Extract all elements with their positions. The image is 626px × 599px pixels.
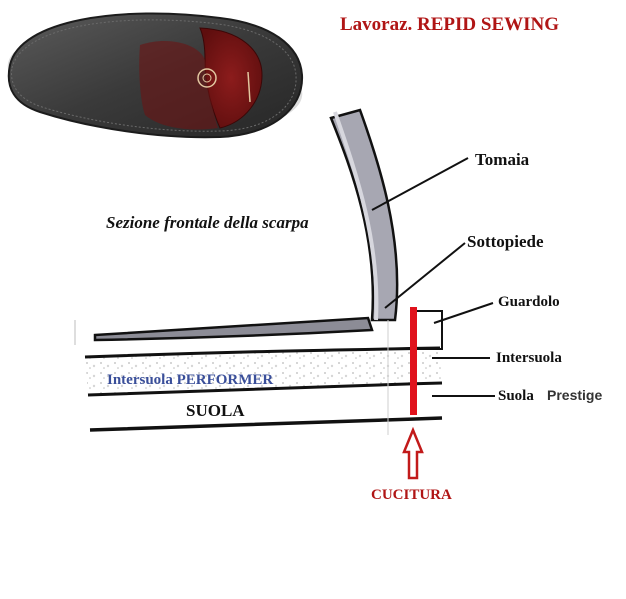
- stitch-line: [410, 307, 417, 415]
- diagram-subtitle: Sezione frontale della scarpa: [106, 213, 309, 232]
- midsole-layer: [84, 346, 443, 397]
- label-sottopiede: Sottopiede: [467, 232, 544, 251]
- outsole-layer: [74, 320, 443, 435]
- label-cucitura: CUCITURA: [371, 487, 452, 503]
- insole-sottopiede: [93, 316, 374, 342]
- label-suola: Suola: [498, 388, 534, 404]
- label-tomaia: Tomaia: [475, 150, 530, 169]
- label-suola-big: SUOLA: [186, 401, 245, 420]
- leader-lines: [371, 157, 495, 397]
- shoe-sole-photo-icon: [7, 12, 304, 139]
- upper-tomaia: [329, 108, 399, 322]
- label-guardolo: Guardolo: [498, 294, 560, 310]
- label-prestige: Prestige: [547, 387, 602, 403]
- label-intersuola: Intersuola: [496, 350, 562, 366]
- diagram-title: Lavoraz. REPID SEWING: [340, 14, 559, 35]
- up-arrow-icon: [402, 426, 424, 480]
- label-intersuola-performer: Intersuola PERFORMER: [107, 372, 273, 388]
